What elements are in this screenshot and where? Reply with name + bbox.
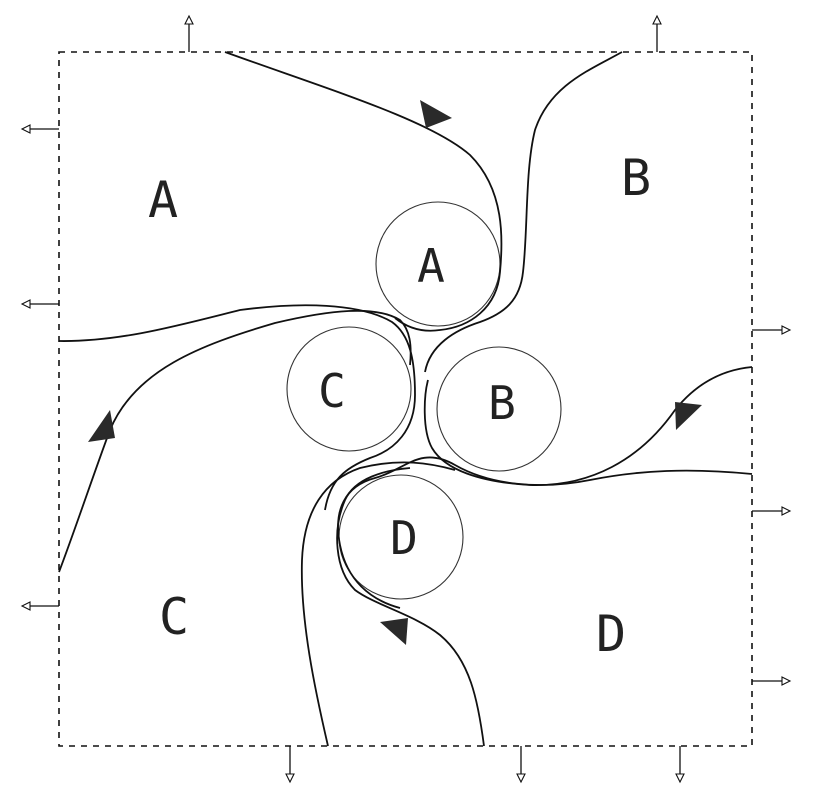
outflow-arrow-right-1 — [752, 325, 792, 335]
flow-arrow-bottom — [380, 618, 408, 645]
streamline-left-inflow — [58, 309, 412, 573]
region-label-bottom-left: C — [159, 588, 189, 646]
outflow-arrow-bottom-3 — [675, 746, 685, 784]
cylinder-c — [286, 326, 412, 452]
outflow-arrow-left-1 — [20, 124, 59, 134]
streamline-right-outflow — [337, 456, 753, 609]
outflow-arrow-left-2 — [20, 299, 59, 309]
flow-arrow-right — [675, 402, 702, 430]
streamline-left-outflow — [58, 304, 416, 511]
streamline-top-inflow — [224, 51, 503, 332]
region-label-top-left: A — [148, 171, 178, 229]
cylinder-label-b: B — [488, 376, 516, 430]
outflow-arrow-left-3 — [20, 601, 59, 611]
streamline-bottom-inflow — [336, 467, 485, 747]
outflow-arrow-right-3 — [752, 676, 792, 686]
cylinder-label-d: D — [390, 511, 418, 565]
cylinder-label-c: C — [318, 364, 346, 418]
outflow-arrow-top-1 — [184, 14, 194, 52]
domain-boundary — [58, 51, 753, 747]
outflow-arrow-top-2 — [652, 14, 662, 52]
outflow-arrow-right-2 — [752, 506, 792, 516]
cylinder-b — [436, 346, 562, 472]
streamline-top-outflow — [424, 51, 623, 373]
outflow-arrow-bottom-1 — [285, 746, 295, 784]
cylinder-label-a: A — [417, 239, 445, 293]
region-label-top-right: B — [621, 149, 651, 207]
flow-arrow-left — [88, 410, 115, 442]
outflow-arrow-bottom-2 — [516, 746, 526, 784]
region-label-bottom-right: D — [596, 605, 626, 663]
streamline-bottom-outflow — [300, 461, 456, 747]
flow-arrow-top — [420, 100, 452, 128]
streamline-right-inflow — [423, 366, 753, 486]
